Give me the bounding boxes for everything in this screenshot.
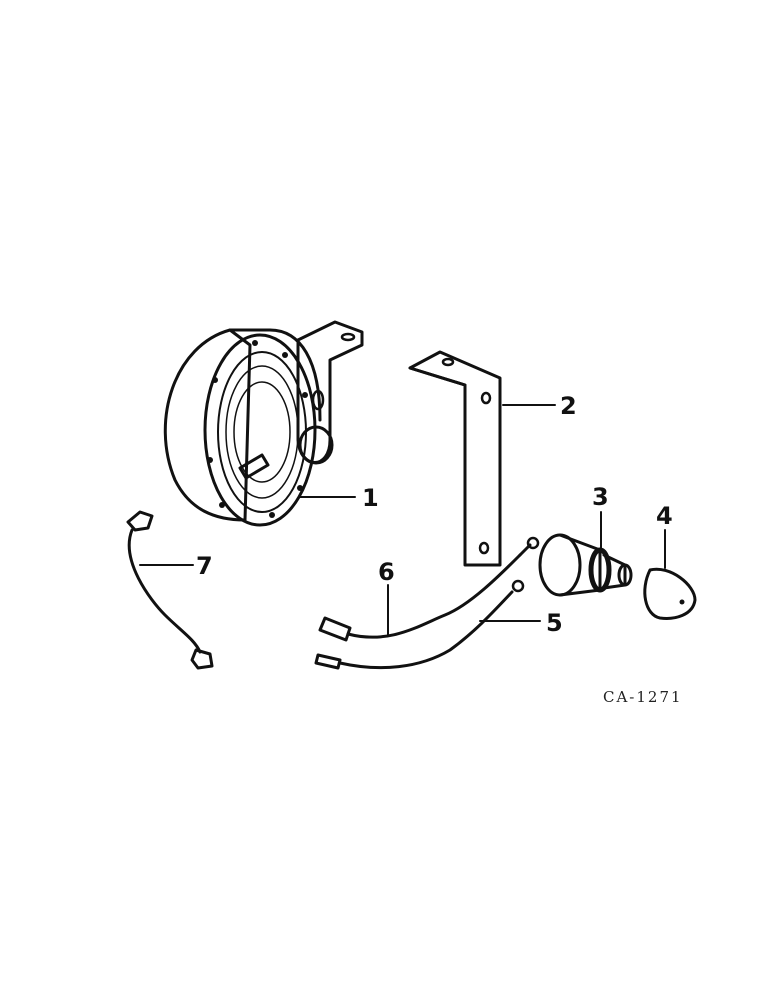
figure-code: CA-1271 [603, 688, 683, 706]
callout-2: 2 [560, 392, 577, 420]
horn-button [538, 533, 633, 597]
leader-lines [139, 404, 666, 636]
wire-lead-6 [318, 536, 540, 642]
ground-cable-7 [126, 510, 214, 670]
callout-7: 7 [196, 552, 213, 580]
horn-assembly [163, 320, 364, 527]
callout-4: 4 [656, 502, 673, 530]
callout-6: 6 [378, 558, 395, 586]
callout-1: 1 [362, 484, 379, 512]
mounting-bracket [408, 350, 502, 567]
callout-3: 3 [592, 483, 609, 511]
button-cap [643, 567, 697, 620]
wire-lead-5 [314, 579, 525, 670]
callout-5: 5 [546, 609, 563, 637]
